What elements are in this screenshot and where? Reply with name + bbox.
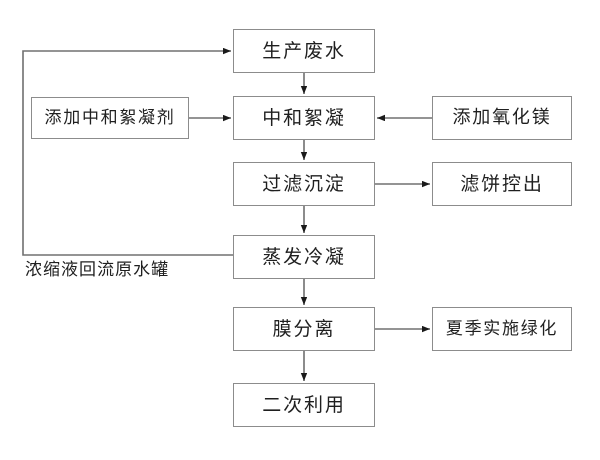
node-label-summer-greening: 夏季实施绿化 [445, 318, 559, 339]
node-secondary-use[interactable]: 二次利用 [233, 383, 375, 427]
node-label-secondary-use: 二次利用 [262, 393, 346, 416]
node-label-filter-cake-output: 滤饼控出 [460, 172, 544, 195]
node-wastewater[interactable]: 生产废水 [233, 29, 375, 73]
label-concentrate-return: 浓缩液回流原水罐 [25, 260, 170, 280]
node-summer-greening[interactable]: 夏季实施绿化 [432, 307, 572, 351]
node-add-magnesium-oxide[interactable]: 添加氧化镁 [432, 96, 572, 140]
node-label-membrane-separation: 膜分离 [272, 317, 336, 340]
node-label-wastewater: 生产废水 [262, 39, 346, 62]
node-membrane-separation[interactable]: 膜分离 [233, 307, 375, 351]
node-label-add-magnesium-oxide: 添加氧化镁 [452, 107, 552, 128]
edge-evaporate-recycle-to-wastewater [22, 47, 233, 256]
node-label-add-neutralizer-flocculant: 添加中和絮凝剂 [44, 107, 176, 128]
node-filter-precipitate[interactable]: 过滤沉淀 [233, 162, 375, 206]
node-label-evaporate-condense: 蒸发冷凝 [262, 245, 346, 268]
node-filter-cake-output[interactable]: 滤饼控出 [432, 162, 572, 206]
node-label-filter-precipitate: 过滤沉淀 [262, 172, 346, 195]
node-label-neutralize-flocculate: 中和絮凝 [262, 106, 346, 129]
node-evaporate-condense[interactable]: 蒸发冷凝 [233, 235, 375, 279]
node-add-neutralizer-flocculant[interactable]: 添加中和絮凝剂 [31, 97, 189, 139]
node-neutralize-flocculate[interactable]: 中和絮凝 [233, 96, 375, 140]
